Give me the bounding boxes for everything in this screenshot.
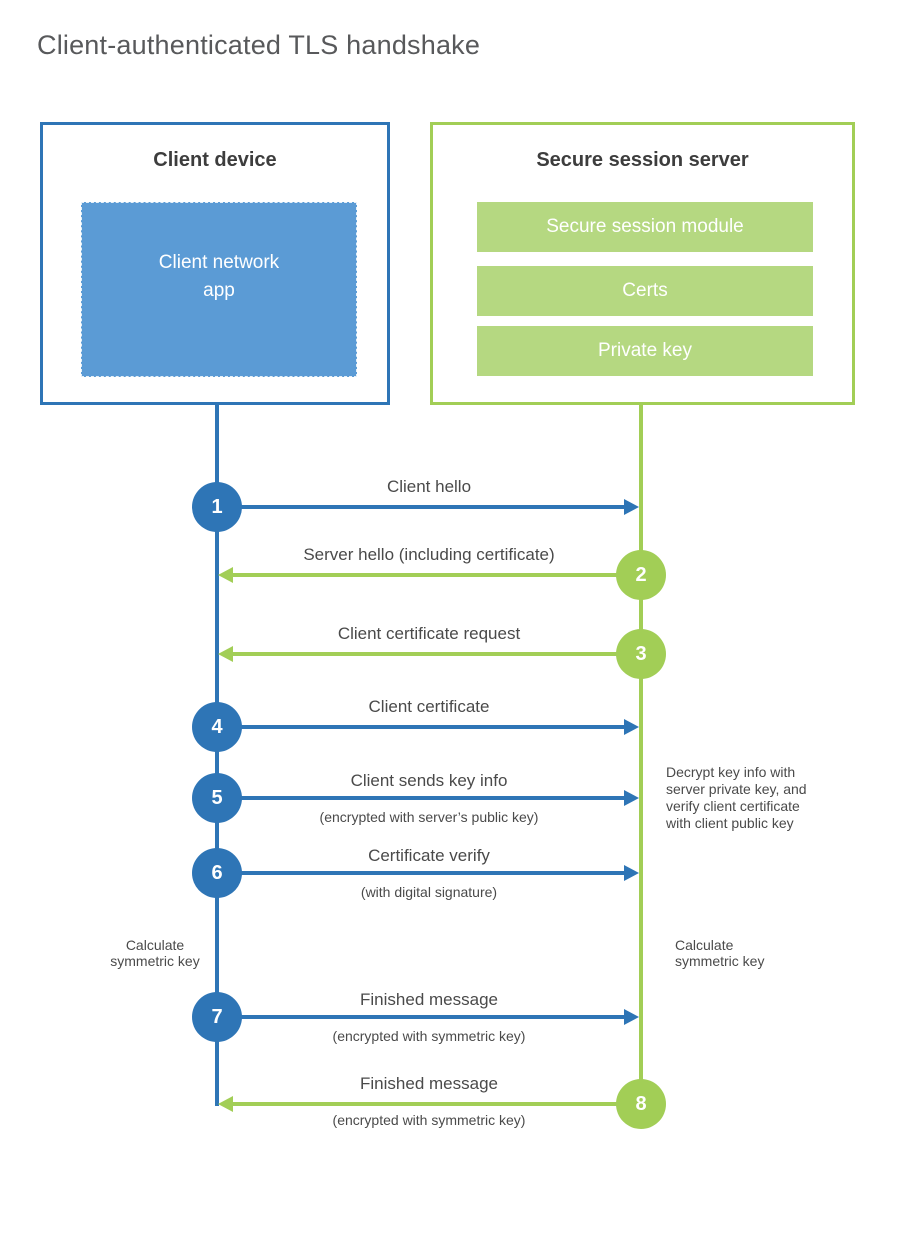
arrow-right-icon <box>624 719 639 735</box>
client-app-label-line2: app <box>203 279 235 301</box>
message-arrow-8 <box>233 1102 641 1106</box>
message-label-5: Client sends key info <box>350 771 508 790</box>
message-sub-6: (with digital signature) <box>360 884 498 900</box>
message-label-6: Certificate verify <box>368 846 490 865</box>
arrow-left-icon <box>218 567 233 583</box>
message-label-1: Client hello <box>386 477 472 496</box>
client-device-title: Client device <box>153 149 277 171</box>
message-sub-7: (encrypted with symmetric key) <box>332 1028 526 1044</box>
note-calculate-symmetric-key-client: Calculate symmetric key <box>110 937 200 969</box>
arrow-right-icon <box>624 1009 639 1025</box>
step-circle-6: 6 <box>192 848 242 898</box>
server-title: Secure session server <box>536 149 749 171</box>
note-decrypt-key-info: Decrypt key info with server private key… <box>666 764 807 831</box>
message-label-2: Server hello (including certificate) <box>303 545 555 564</box>
message-sub-8: (encrypted with symmetric key) <box>332 1112 526 1128</box>
client-network-app-box: Client network app <box>81 202 357 377</box>
message-arrow-3 <box>233 652 641 656</box>
server-module-private-key: Private key <box>477 326 813 376</box>
server-module-secure-session: Secure session module <box>477 202 813 252</box>
message-sub-5: (encrypted with server’s public key) <box>319 809 539 825</box>
step-circle-1: 1 <box>192 482 242 532</box>
arrow-right-icon <box>624 790 639 806</box>
message-arrow-4 <box>217 725 624 729</box>
page-title: Client-authenticated TLS handshake <box>37 30 481 60</box>
server-lifeline <box>639 405 643 1104</box>
step-circle-4: 4 <box>192 702 242 752</box>
note-calculate-symmetric-key-server: Calculate symmetric key <box>675 937 765 969</box>
message-arrow-1 <box>217 505 624 509</box>
message-arrow-2 <box>233 573 641 577</box>
server-box: Secure session server Secure session mod… <box>430 122 855 405</box>
arrow-right-icon <box>624 865 639 881</box>
arrow-right-icon <box>624 499 639 515</box>
message-arrow-5 <box>217 796 624 800</box>
message-label-3: Client certificate request <box>337 624 521 643</box>
client-app-label-line1: Client network <box>158 251 280 273</box>
client-device-box: Client device Client network app <box>40 122 390 405</box>
server-module-certs: Certs <box>477 266 813 316</box>
message-arrow-6 <box>217 871 624 875</box>
message-label-8: Finished message <box>360 1074 498 1093</box>
client-lifeline <box>215 405 219 1106</box>
step-circle-3: 3 <box>616 629 666 679</box>
step-circle-5: 5 <box>192 773 242 823</box>
step-circle-2: 2 <box>616 550 666 600</box>
message-label-7: Finished message <box>360 990 498 1009</box>
message-arrow-7 <box>217 1015 624 1019</box>
step-circle-8: 8 <box>616 1079 666 1129</box>
step-circle-7: 7 <box>192 992 242 1042</box>
arrow-left-icon <box>218 1096 233 1112</box>
message-label-4: Client certificate <box>368 697 490 716</box>
arrow-left-icon <box>218 646 233 662</box>
